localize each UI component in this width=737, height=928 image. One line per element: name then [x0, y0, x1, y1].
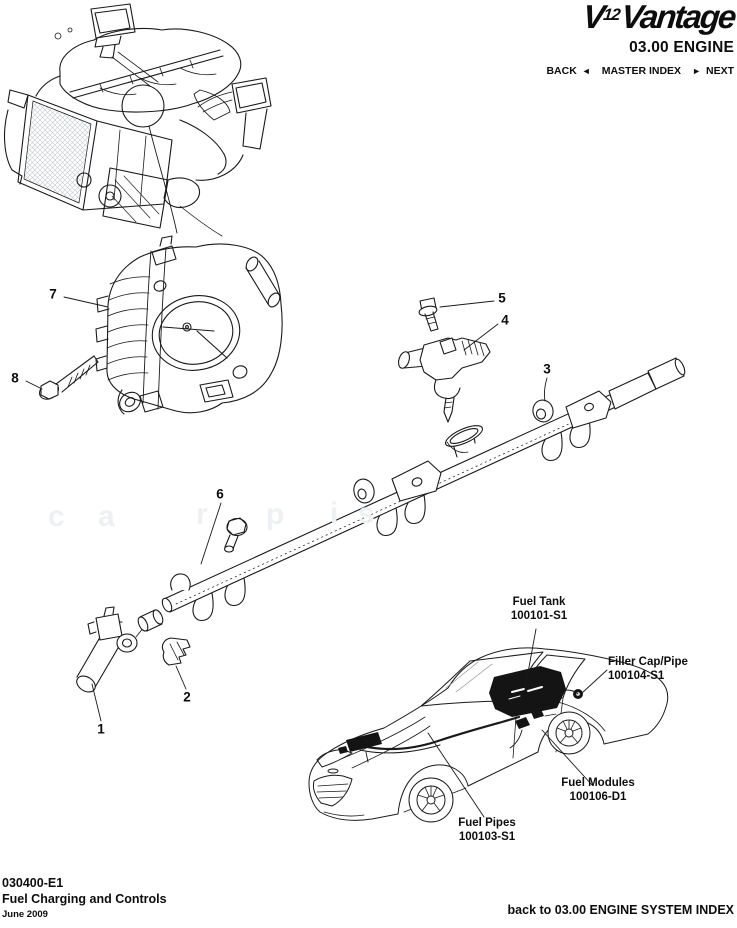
front-wheel: [408, 777, 454, 823]
bolt-5-illustration: [418, 297, 439, 332]
watermark-letter: r: [196, 498, 208, 531]
engine-overview-illustration: [3, 3, 272, 237]
document-code: 030400-E1: [2, 876, 64, 890]
fuel-modules-title: Fuel Modules: [561, 777, 635, 789]
callout-8: 8: [11, 370, 19, 386]
nav-master-index-link[interactable]: MASTER INDEX: [602, 65, 681, 77]
nav-back-link[interactable]: BACK ◄: [546, 65, 590, 77]
callout-2: 2: [183, 689, 191, 705]
document-title: Fuel Charging and Controls: [2, 892, 167, 906]
fuel-rail-illustration: [161, 357, 686, 622]
callout-1: 1: [97, 721, 105, 737]
throttle-body-illustration: [95, 235, 283, 415]
fuel-tank-part-number: 100101-S1: [510, 609, 568, 622]
rail-ring-fitting-3: [532, 399, 554, 423]
next-arrow-icon: ►: [692, 66, 701, 76]
engine-detail-leader-line: [148, 125, 178, 234]
watermark-letter: p: [266, 498, 285, 531]
page-title: 03.00 ENGINE: [629, 39, 734, 56]
watermark-letter: s: [358, 497, 375, 530]
back-to-index-link[interactable]: back to 03.00 ENGINE SYSTEM INDEX: [507, 903, 734, 917]
back-arrow-icon: ◄: [581, 66, 591, 76]
filler-cap-pipe-title: Filler Cap/Pipe: [608, 656, 688, 668]
logo-vantage: Vantage: [619, 0, 737, 35]
fuel-hose-illustration: [76, 606, 164, 693]
callout-5: 5: [498, 290, 506, 306]
header-nav: BACK ◄ MASTER INDEX ► NEXT: [546, 65, 734, 77]
filler-cap-highlight: [565, 689, 583, 699]
rail-funnel-port: [444, 425, 484, 458]
hose-clip-illustration: [161, 637, 191, 666]
callout-4: 4: [501, 312, 509, 328]
callout-3: 3: [543, 361, 551, 377]
bolt-8-illustration: [39, 355, 99, 400]
nav-master-index-label: MASTER INDEX: [601, 65, 682, 77]
v12-vantage-logo: V12Vantage: [581, 0, 737, 36]
callout-leader-lines: [25, 296, 548, 722]
watermark-letter: i: [330, 497, 339, 530]
car-illustration: [308, 628, 669, 823]
fuel-injector-illustration: [398, 337, 491, 423]
fuel-pipes-title: Fuel Pipes: [458, 817, 516, 829]
fuel-modules-highlight: [509, 709, 544, 749]
nav-next-link[interactable]: ► NEXT: [692, 65, 734, 77]
filler-cap-pipe-part-number: 100104-S1: [608, 669, 665, 682]
throttle-body-highlight-circle: [121, 84, 165, 128]
rear-wheel: [547, 711, 591, 755]
fuel-pipes-label: Fuel Pipes 100103-S1: [427, 817, 547, 844]
callout-6: 6: [216, 486, 224, 502]
fuel-pipes-highlight: [338, 715, 521, 763]
callout-7: 7: [49, 286, 57, 302]
fuel-tank-title: Fuel Tank: [512, 596, 566, 608]
fuel-modules-part-number: 100106-D1: [569, 790, 627, 803]
document-date: June 2009: [2, 909, 48, 920]
nav-back-label: BACK: [546, 65, 577, 77]
logo-12: 12: [602, 5, 622, 24]
filler-cap-pipe-label: Filler Cap/Pipe 100104-S1: [608, 656, 688, 683]
fuel-pipes-part-number: 100103-S1: [458, 830, 516, 843]
bolt-6-illustration: [223, 517, 248, 553]
document-info: 030400-E1 Fuel Charging and Controls Jun…: [2, 875, 167, 923]
nav-next-label: NEXT: [705, 65, 734, 77]
watermark-letter: c: [48, 500, 65, 533]
fuel-tank-label: Fuel Tank 100101-S1: [479, 596, 599, 623]
car-label-leader-lines: [427, 628, 608, 818]
watermark-letter: a: [98, 500, 115, 533]
fuel-modules-label: Fuel Modules 100106-D1: [537, 777, 659, 804]
